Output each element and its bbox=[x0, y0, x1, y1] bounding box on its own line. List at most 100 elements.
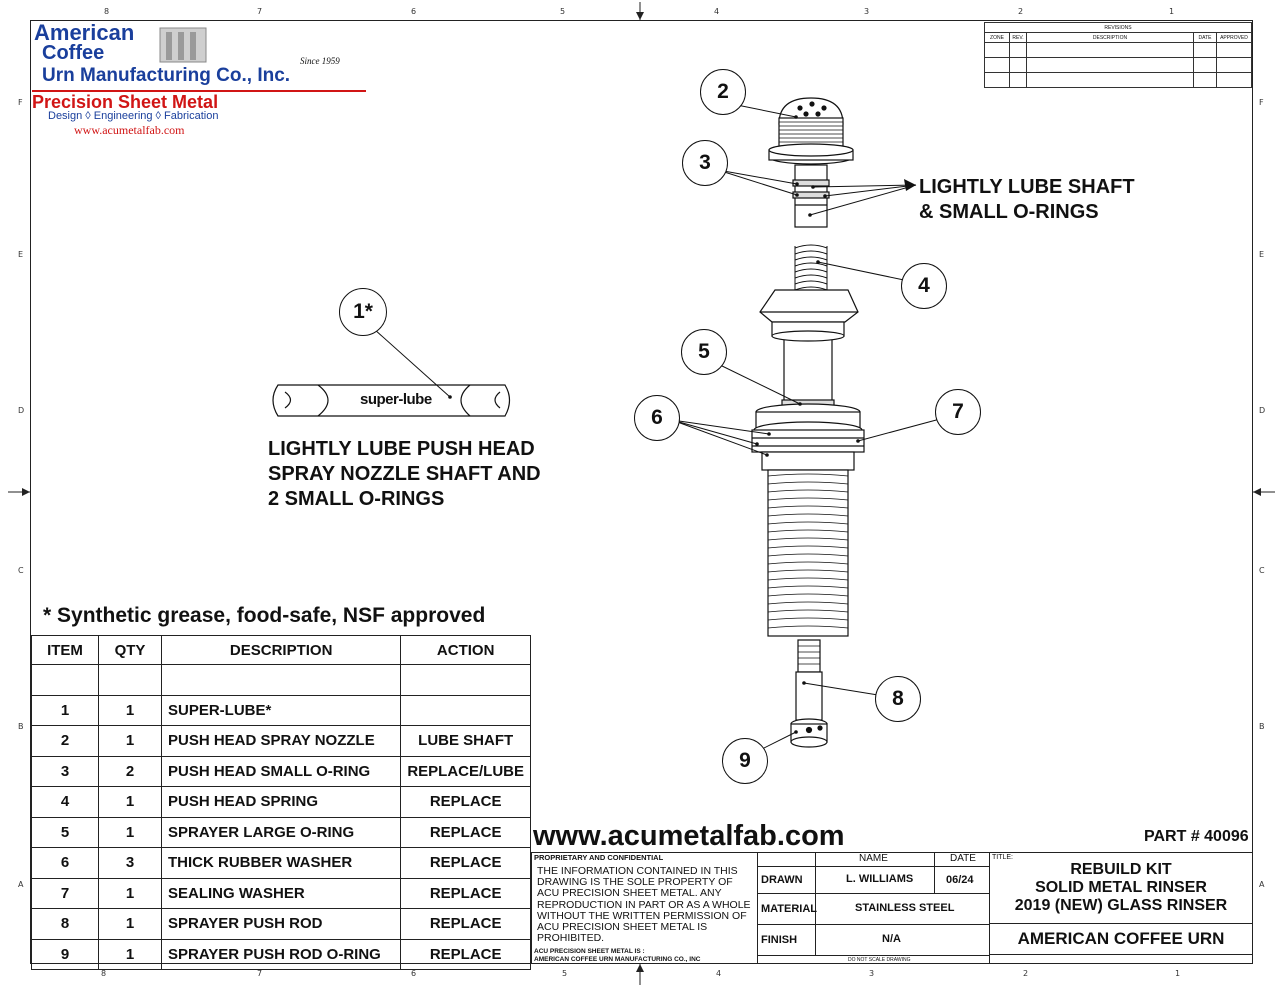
bom-item: 9 bbox=[31, 938, 99, 970]
table-row: 9 1 SPRAYER PUSH ROD O-RING REPLACE bbox=[31, 938, 531, 970]
zone-row-label: E bbox=[18, 250, 24, 259]
bom-qty: 1 bbox=[98, 908, 162, 940]
bom-header-qty: QTY bbox=[98, 635, 162, 665]
note-push-head-line1: LIGHTLY LUBE PUSH HEAD bbox=[268, 438, 535, 460]
company-name: AMERICAN COFFEE URN bbox=[1017, 929, 1225, 948]
no-scale-note: DO NOT SCALE DRAWING bbox=[848, 957, 911, 963]
zone-row-label: C bbox=[1259, 566, 1265, 575]
material-value: STAINLESS STEEL bbox=[855, 902, 955, 914]
logo-services: Design ◊ Engineering ◊ Fabrication bbox=[48, 110, 219, 122]
owner-line2: AMERICAN COFFEE URN MANUFACTURING CO., I… bbox=[534, 956, 701, 963]
bom-description: THICK RUBBER WASHER bbox=[160, 847, 402, 879]
bom-action: REPLACE/LUBE bbox=[400, 755, 531, 787]
company-logo: American Coffee Urn Manufacturing Co., I… bbox=[32, 20, 368, 138]
bom-action bbox=[400, 694, 531, 726]
zone-col-label: 3 bbox=[864, 7, 870, 16]
bom-qty: 1 bbox=[98, 725, 162, 757]
drawn-label: DRAWN bbox=[761, 874, 803, 886]
logo-url: www.acumetalfab.com bbox=[74, 123, 185, 137]
note-lube-shaft-line1: LIGHTLY LUBE SHAFT bbox=[919, 176, 1135, 198]
bom-action: REPLACE bbox=[400, 786, 531, 818]
bom-description: PUSH HEAD SPRING bbox=[160, 786, 402, 818]
bom-action: LUBE SHAFT bbox=[400, 725, 531, 757]
bom-item: 7 bbox=[31, 877, 99, 909]
zone-row-label: B bbox=[1259, 722, 1265, 731]
bom-header-item: ITEM bbox=[31, 635, 99, 665]
zone-col-label: 5 bbox=[562, 969, 568, 978]
logo-since: Since 1959 bbox=[300, 56, 340, 66]
bom-action: REPLACE bbox=[400, 908, 531, 940]
bom-header-description: DESCRIPTION bbox=[160, 635, 402, 665]
owner-line1: ACU PRECISION SHEET METAL IS : bbox=[534, 948, 645, 955]
bom-qty: 1 bbox=[98, 938, 162, 970]
zone-col-label: 7 bbox=[257, 969, 263, 978]
zone-row-label: A bbox=[1259, 880, 1265, 889]
bom-item: 8 bbox=[31, 908, 99, 940]
bom-header-action: ACTION bbox=[400, 635, 531, 665]
table-row: 6 3 THICK RUBBER WASHER REPLACE bbox=[31, 847, 531, 879]
bom-item: 6 bbox=[31, 847, 99, 879]
zone-col-label: 4 bbox=[714, 7, 720, 16]
table-row: 1 1 SUPER-LUBE* bbox=[31, 694, 531, 726]
bom-description: PUSH HEAD SPRAY NOZZLE bbox=[160, 725, 402, 757]
balloon-5: 5 bbox=[681, 329, 727, 375]
bom-item: 5 bbox=[31, 816, 99, 848]
zone-row-label: E bbox=[1259, 250, 1265, 259]
zone-col-label: 1 bbox=[1175, 969, 1181, 978]
zone-row-label: D bbox=[1259, 406, 1266, 415]
zone-row-label: B bbox=[18, 722, 24, 731]
balloon-1: 1* bbox=[339, 288, 387, 336]
grid-line bbox=[815, 852, 816, 955]
zone-row-label: F bbox=[1259, 98, 1264, 107]
table-row: 4 1 PUSH HEAD SPRING REPLACE bbox=[31, 786, 531, 818]
balloon-6: 6 bbox=[634, 395, 680, 441]
bom-action: REPLACE bbox=[400, 877, 531, 909]
zone-col-label: 5 bbox=[560, 7, 566, 16]
finish-label: FINISH bbox=[761, 934, 798, 946]
grid-line bbox=[757, 866, 990, 867]
zone-row-label: C bbox=[18, 566, 24, 575]
bom-action: REPLACE bbox=[400, 847, 531, 879]
drawing-title: REBUILD KIT SOLID METAL RINSER 2019 (NEW… bbox=[990, 861, 1252, 915]
zone-col-label: 8 bbox=[101, 969, 107, 978]
table-row: 3 2 PUSH HEAD SMALL O-RING REPLACE/LUBE bbox=[31, 755, 531, 787]
zone-col-label: 6 bbox=[411, 969, 417, 978]
table-row: 8 1 SPRAYER PUSH ROD REPLACE bbox=[31, 908, 531, 940]
note-grease: * Synthetic grease, food-safe, NSF appro… bbox=[43, 604, 486, 627]
date-header: DATE bbox=[950, 853, 976, 864]
bom-qty: 2 bbox=[98, 755, 162, 787]
logo-urn: Urn Manufacturing Co., Inc. bbox=[42, 65, 291, 86]
bom-qty: 1 bbox=[98, 786, 162, 818]
bom-item: 2 bbox=[31, 725, 99, 757]
bom-description: PUSH HEAD SMALL O-RING bbox=[160, 755, 402, 787]
revisions-table: REVISIONS ZONE REV. DESCRIPTION DATE APP… bbox=[984, 22, 1252, 88]
bom-qty: 1 bbox=[98, 816, 162, 848]
tube-label: super-lube bbox=[360, 391, 432, 408]
balloon-4: 4 bbox=[901, 263, 947, 309]
zone-col-label: 4 bbox=[716, 969, 722, 978]
bom-item: 3 bbox=[31, 755, 99, 787]
name-header: NAME bbox=[859, 853, 888, 864]
bom-item: 1 bbox=[31, 694, 99, 726]
bom-qty: 3 bbox=[98, 847, 162, 879]
balloon-3: 3 bbox=[682, 140, 728, 186]
bom-description: SPRAYER LARGE O-RING bbox=[160, 816, 402, 848]
bom-action: REPLACE bbox=[400, 938, 531, 970]
bom-action: REPLACE bbox=[400, 816, 531, 848]
finish-value: N/A bbox=[882, 933, 901, 945]
part-number: PART # 40096 bbox=[1144, 828, 1249, 845]
bom-description: SPRAYER PUSH ROD bbox=[160, 908, 402, 940]
table-row: 5 1 SPRAYER LARGE O-RING REPLACE bbox=[31, 816, 531, 848]
urn-graphic-icon bbox=[159, 27, 207, 63]
title-line1: REBUILD KIT bbox=[1070, 861, 1172, 878]
zone-col-label: 7 bbox=[257, 7, 263, 16]
proprietary-title: PROPRIETARY AND CONFIDENTIAL bbox=[534, 853, 664, 862]
balloon-9: 9 bbox=[722, 738, 768, 784]
logo-american: American bbox=[34, 20, 135, 45]
table-row: 2 1 PUSH HEAD SPRAY NOZZLE LUBE SHAFT bbox=[31, 725, 531, 757]
bom-description: SEALING WASHER bbox=[160, 877, 402, 909]
zone-row-label: A bbox=[18, 880, 24, 889]
company-box bbox=[989, 923, 1253, 955]
